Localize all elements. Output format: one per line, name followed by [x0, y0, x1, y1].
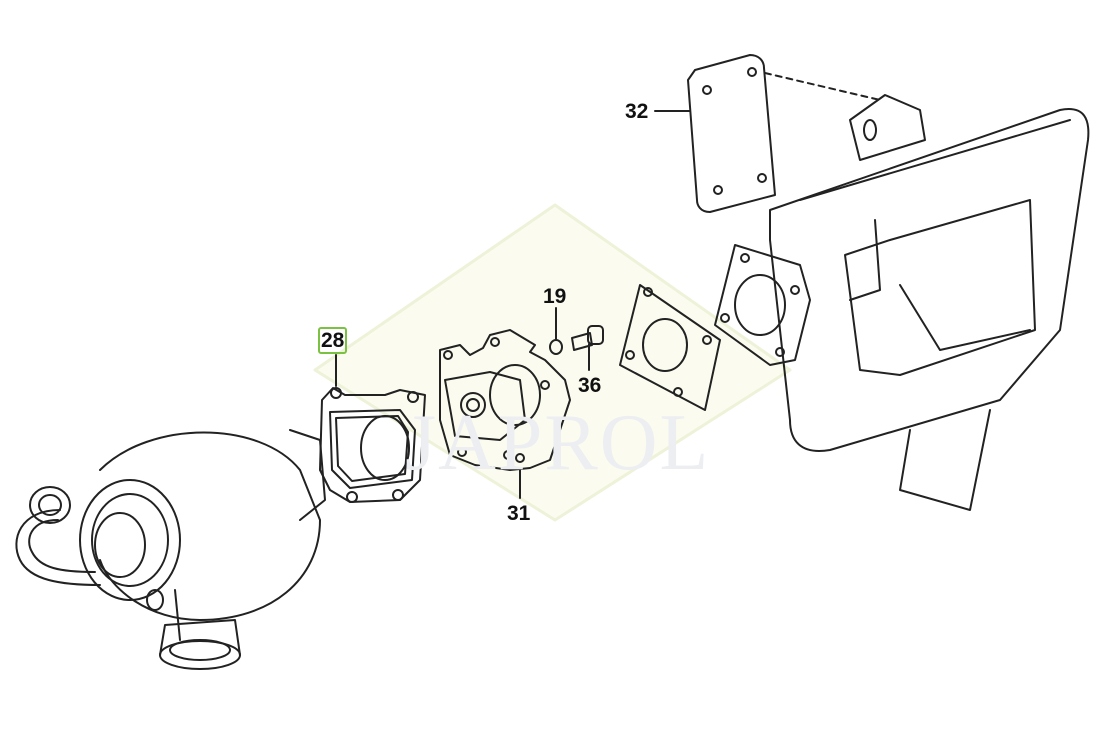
callout-28[interactable]: 28 — [318, 327, 348, 354]
muffler — [714, 94, 1090, 511]
callout-19[interactable]: 19 — [543, 285, 567, 308]
watermark-diamond — [313, 203, 792, 522]
callout-36[interactable]: 36 — [578, 374, 602, 397]
watermark: JAPROL — [405, 399, 711, 487]
gasket-part-28 — [319, 387, 426, 503]
bolt-part-36 — [571, 325, 604, 351]
callout-31[interactable]: 31 — [507, 502, 531, 525]
exhaust-gasket — [619, 284, 721, 411]
callout-32[interactable]: 32 — [625, 100, 649, 123]
turbocharger — [15, 429, 326, 670]
flange-part-31 — [439, 329, 571, 471]
cover-plate-part-32 — [687, 54, 881, 213]
